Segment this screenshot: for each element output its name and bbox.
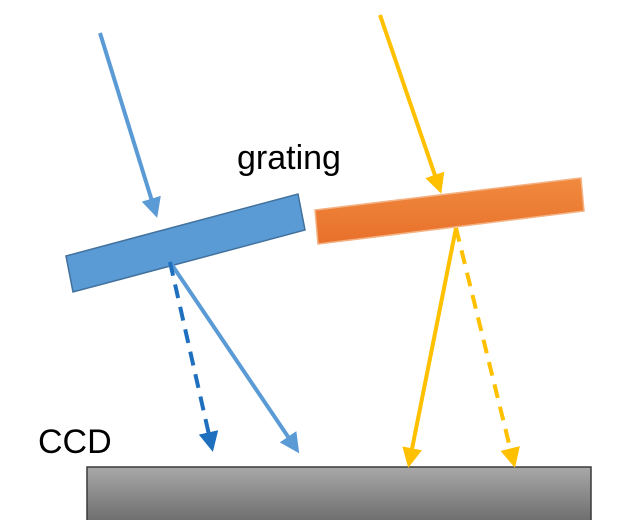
orange-grating xyxy=(314,177,585,245)
yellow-diffracted-ray-solid xyxy=(402,227,458,468)
yellow-diffracted-ray-dashed xyxy=(454,227,520,468)
blue-diffracted-ray-solid xyxy=(168,260,300,454)
grating-label: grating xyxy=(237,139,341,177)
ccd-label: CCD xyxy=(38,423,112,461)
blue-incident-ray xyxy=(98,32,161,218)
blue-diffracted-ray-dashed xyxy=(168,261,219,452)
blue-grating xyxy=(65,193,306,293)
yellow-incident-ray xyxy=(378,14,445,194)
ccd-detector xyxy=(86,466,592,520)
